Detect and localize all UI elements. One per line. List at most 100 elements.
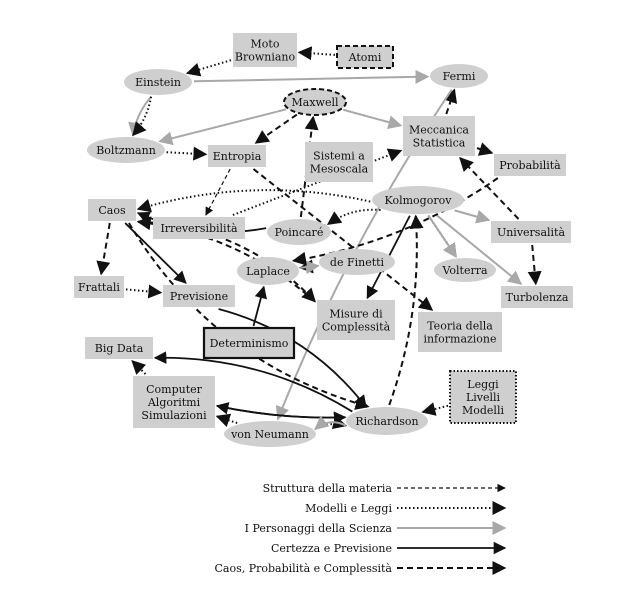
node-fermi-shape [430, 64, 488, 88]
node-determinismo-shape [202, 326, 296, 360]
edge-kolmogorov-to-universalita [454, 209, 491, 224]
edge-boltzmann-to-entropia [166, 146, 208, 161]
node-irreversibilita: Irreversibilità [153, 217, 245, 239]
node-fermi-label: Fermi [443, 70, 476, 83]
node-computer-shape [133, 376, 215, 428]
node-atomi-label: Atomi [348, 51, 382, 64]
edge-kolmogorov-to-turbolenza [435, 214, 523, 285]
edge-einstein-to-boltzmann [128, 96, 152, 137]
node-moto-label: Moto [251, 38, 280, 51]
node-boltzmann-shape [87, 137, 165, 163]
node-definetti: de Finetti [319, 249, 395, 275]
node-frattali: Frattali [74, 276, 124, 298]
node-poincare-label: Poincaré [275, 226, 324, 239]
node-bigdata-label: Big Data [95, 342, 144, 355]
node-meccanica-label: Statistica [413, 137, 466, 150]
legend-label: Modelli e Leggi [305, 502, 392, 515]
node-turbolenza-shape [501, 286, 573, 308]
node-vonneumann-shape [224, 421, 316, 447]
edge-maxwell-to-entropia [254, 113, 298, 144]
node-frattali-label: Frattali [78, 281, 120, 294]
node-kolmogorov-shape [372, 186, 464, 214]
node-previsione-label: Previsione [170, 290, 228, 303]
legend-item-personaggi: I Personaggi della Scienza [245, 521, 507, 535]
edge-kolmogorov-to-volterra [427, 215, 457, 258]
node-atomi: Atomi [336, 45, 394, 69]
node-kolmogorov-label: Kolmogorov [385, 194, 453, 207]
node-meccanica-label: Meccanica [409, 124, 469, 137]
node-sistemi-shape [305, 142, 373, 182]
node-definetti-shape [319, 249, 395, 275]
node-sistemi-label: Mesoscala [310, 163, 369, 176]
node-einstein-label: Einstein [135, 76, 181, 89]
edge-kolmogorov-to-poincare [326, 208, 381, 226]
node-richardson: Richardson [346, 407, 428, 435]
edge-laplace-to-definetti [300, 260, 320, 275]
node-entropia: Entropia [208, 145, 266, 167]
node-turbolenza-label: Turbolenza [506, 291, 569, 304]
node-misure-label: Complessità [322, 321, 391, 334]
node-moto-label: Browniano [235, 51, 296, 64]
node-bigdata-shape [85, 337, 153, 359]
edge-richardson-to-vonneumann [314, 415, 347, 430]
node-teoria-shape [418, 312, 502, 352]
node-leggi-label: Modelli [462, 404, 504, 417]
node-richardson-label: Richardson [355, 415, 418, 428]
node-vonneumann: von Neumann [224, 421, 316, 447]
node-poincare: Poincaré [267, 219, 331, 245]
edge-probabilita-to-laplace [291, 177, 499, 266]
node-volterra: Volterra [434, 258, 496, 282]
node-maxwell-label: Maxwell [292, 96, 339, 109]
edge-einstein-to-fermi [193, 69, 430, 84]
node-laplace: Laplace [237, 257, 299, 285]
edge-richardson-to-bigdata [153, 351, 353, 413]
node-entropia-label: Entropia [213, 150, 262, 163]
node-teoria-label: Teoria della [427, 320, 493, 333]
edge-vonneumann-to-computer [215, 413, 238, 427]
legend-item-caos: Caos, Probabilità e Complessità [214, 561, 507, 575]
node-maxwell-shape [283, 88, 347, 116]
edge-computer-to-bigdata [131, 360, 147, 375]
node-fermi: Fermi [430, 64, 488, 88]
edge-richardson-to-computer [215, 402, 346, 419]
node-caos-label: Caos [98, 204, 126, 217]
node-frattali-shape [74, 276, 124, 298]
node-leggi-label: Leggi [467, 378, 499, 391]
node-universalita-shape [491, 221, 571, 243]
edge-leggi-to-richardson [421, 402, 449, 416]
node-einstein: Einstein [124, 69, 192, 95]
edge-richardson-to-kolmogorov [388, 214, 424, 406]
node-determinismo: Determinismo [202, 326, 296, 360]
node-bigdata: Big Data [85, 337, 153, 359]
node-caos-shape [88, 199, 136, 221]
legend-label: Certezza e Previsione [271, 542, 392, 555]
edge-maxwell-to-meccanica [342, 108, 403, 129]
node-kolmogorov: Kolmogorov [372, 186, 464, 214]
node-previsione-shape [163, 285, 235, 307]
node-richardson-shape [346, 407, 428, 435]
edge-determinismo-to-laplace [252, 285, 268, 327]
node-einstein-shape [124, 69, 192, 95]
legend-item-modelli: Modelli e Leggi [305, 501, 507, 515]
legend-label: Struttura della materia [263, 482, 393, 495]
node-probabilita: Probabilità [494, 154, 566, 176]
node-volterra-label: Volterra [441, 264, 488, 277]
legend-item-certezza: Certezza e Previsione [271, 541, 507, 555]
node-leggi-label: Livelli [466, 391, 501, 404]
node-determinismo-label: Determinismo [210, 337, 289, 350]
edge-frattali-to-previsione [125, 284, 163, 299]
edge-universalita-to-turbolenza [527, 244, 542, 286]
node-poincare-shape [267, 219, 331, 245]
edge-moto-to-einstein [185, 59, 232, 77]
legend-item-materia: Struttura della materia [263, 482, 506, 495]
edge-meccanica-to-fermi [443, 88, 458, 115]
node-teoria-label: informazione [423, 333, 496, 346]
node-computer-label: Algoritmi [147, 396, 201, 409]
node-previsione: Previsione [163, 285, 235, 307]
